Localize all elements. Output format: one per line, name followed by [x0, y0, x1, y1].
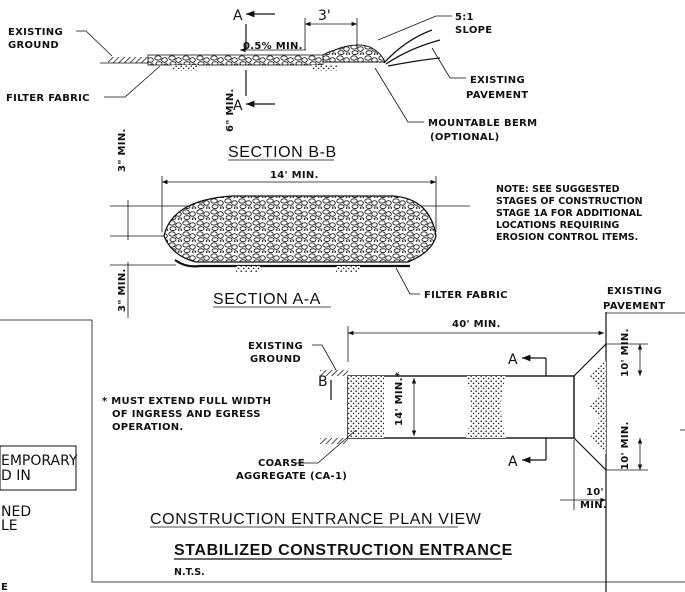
section-bb: 0.5% MIN. A A 6" MIN. 3' 5:1 SLOPE EXIST… — [6, 8, 537, 161]
section-letter-a-plan-top: A — [508, 352, 518, 368]
existing-ground-hatch-plan — [320, 370, 348, 376]
top-depth-label: 3" MIN. — [117, 128, 128, 172]
pavement-label-bb-2: PAVEMENT — [466, 90, 528, 101]
section-bb-title: SECTION B-B — [228, 144, 337, 161]
filter-fabric-label-aa: FILTER FABRIC — [424, 290, 508, 301]
left-box-fragment-3: NED — [1, 504, 31, 520]
coarse-aggregate-label: COARSE — [258, 458, 305, 469]
flare-length-label: 10' — [586, 487, 604, 498]
filter-fabric-patch — [312, 65, 338, 71]
berm-width-label: 3' — [318, 8, 331, 24]
main-title: STABILIZED CONSTRUCTION ENTRANCE — [174, 542, 513, 559]
aggregate-layer-bb — [147, 54, 324, 66]
note-line-1: NOTE: SEE SUGGESTED — [496, 184, 620, 195]
plan-view-title: CONSTRUCTION ENTRANCE PLAN VIEW — [150, 511, 482, 528]
section-letter-a-plan-bottom: A — [508, 454, 518, 470]
entrance-pad — [347, 375, 575, 439]
footnote-line-3: OPERATION. — [112, 422, 184, 433]
existing-ground-label-bb: EXISTING — [8, 27, 63, 38]
plan-view: EXISTING PAVEMENT 40' MIN. EXISTING GROU… — [0, 286, 685, 592]
filter-fabric-patch-aa — [236, 266, 260, 272]
existing-ground-hatch-bb — [108, 57, 148, 63]
width-label-plan: 14' MIN.* — [394, 371, 405, 426]
bottom-depth-label: 3" MIN. — [117, 268, 128, 312]
left-note-box: EMPORARY D IN NED LE E — [0, 445, 78, 592]
section-letter-b: B — [318, 374, 328, 390]
filter-fabric-label-bb: FILTER FABRIC — [6, 93, 90, 104]
section-letter-a-top: A — [233, 8, 243, 24]
depth-label: 6" MIN. — [225, 88, 236, 132]
pavement-label-plan: EXISTING — [607, 286, 662, 297]
existing-ground-label-plan-2: GROUND — [250, 354, 301, 365]
mountable-berm-optional: (OPTIONAL) — [430, 132, 500, 143]
existing-ground-hatch-plan-2 — [320, 438, 348, 444]
section-aa: 14' MIN. 3" MIN. 3" MIN. FILTER FABRIC S… — [110, 128, 508, 318]
section-letter-a-bottom: A — [233, 98, 243, 114]
flare-bottom-label: 10' MIN. — [620, 421, 631, 470]
slope-ratio-label: 5:1 — [455, 12, 474, 23]
filter-fabric-patch-aa — [336, 266, 360, 272]
length-label-plan: 40' MIN. — [452, 319, 501, 330]
slope-min-label: 0.5% MIN. — [243, 41, 303, 52]
left-box-fragment-1: EMPORARY — [1, 453, 78, 469]
pavement-label-plan-2: PAVEMENT — [603, 301, 665, 312]
footnote-line-2: OF INGRESS AND EGRESS — [112, 409, 261, 420]
mountable-berm-label: MOUNTABLE BERM — [428, 118, 537, 129]
left-box-fragment-4: LE — [1, 518, 18, 534]
scale-label: N.T.S. — [174, 567, 205, 578]
section-aa-title: SECTION A-A — [213, 291, 321, 308]
pavement-label-bb: EXISTING — [470, 75, 525, 86]
mountable-berm-shape — [322, 44, 386, 63]
coarse-aggregate-label-2: AGGREGATE (CA-1) — [236, 471, 347, 482]
note-block: NOTE: SEE SUGGESTED STAGES OF CONSTRUCTI… — [496, 184, 643, 243]
aggregate-strip-mid — [466, 376, 506, 438]
width-label-aa: 14' MIN. — [270, 170, 319, 181]
note-line-5: EROSION CONTROL ITEMS. — [496, 232, 638, 243]
existing-ground-label-plan: EXISTING — [248, 341, 303, 352]
flare-top-label: 10' MIN. — [620, 328, 631, 377]
flare-aggregate — [590, 360, 606, 454]
aggregate-body-aa — [163, 195, 437, 263]
note-line-4: LOCATIONS REQUIRING — [496, 220, 619, 231]
flare-length-min: MIN. — [580, 500, 607, 511]
note-line-2: STAGES OF CONSTRUCTION — [496, 196, 643, 207]
aggregate-strip-left — [348, 376, 384, 438]
footnote-line-1: * MUST EXTEND FULL WIDTH — [102, 396, 271, 407]
note-line-3: STAGE 1A FOR ADDITIONAL — [496, 208, 642, 219]
left-box-fragment-2: D IN — [1, 468, 31, 484]
left-box-fragment-5: E — [1, 582, 8, 592]
slope-word-label: SLOPE — [455, 25, 492, 36]
filter-fabric-patch — [172, 65, 198, 71]
existing-ground-label-bb-2: GROUND — [8, 40, 59, 51]
